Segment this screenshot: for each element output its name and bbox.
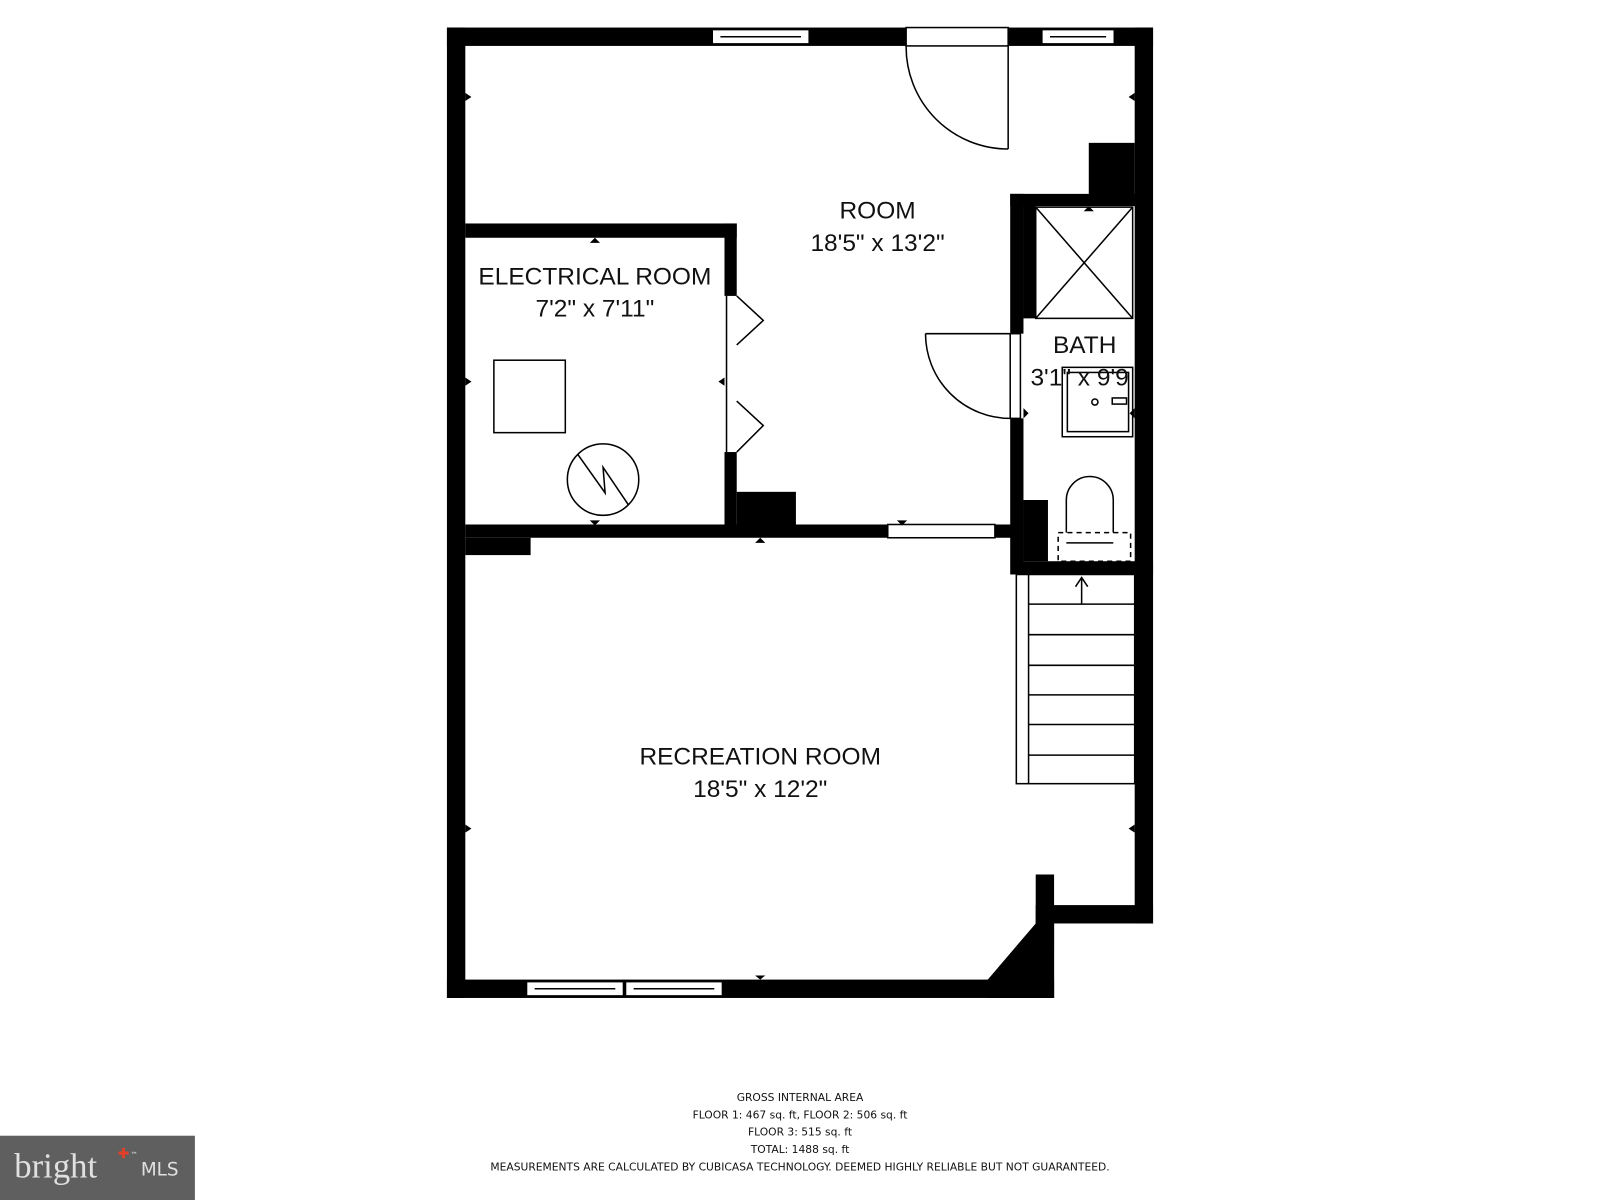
- disclaimer: MEASUREMENTS ARE CALCULATED BY CUBICASA …: [490, 1160, 1109, 1173]
- room-labels: ROOM 18'5" x 13'2" ELECTRICAL ROOM 7'2" …: [478, 197, 1128, 803]
- windows: [525, 26, 1116, 997]
- stairs-icon: [1015, 573, 1136, 785]
- bath-size: 3'1" x 9'9: [1030, 365, 1128, 392]
- room-size: 18'5" x 13'2": [810, 230, 944, 257]
- area-heading: GROSS INTERNAL AREA: [737, 1091, 864, 1104]
- logo-suffix: MLS: [141, 1160, 179, 1181]
- electrical-panel-icon: [493, 359, 567, 434]
- shower-icon: [1034, 206, 1134, 320]
- room-name: ROOM: [839, 197, 915, 224]
- recreation-room-size: 18'5" x 12'2": [693, 776, 827, 803]
- logo-brand: bright: [14, 1147, 97, 1186]
- area-floors-1-2: FLOOR 1: 467 sq. ft, FLOOR 2: 506 sq. ft: [693, 1108, 908, 1121]
- logo-tm: ™: [131, 1150, 138, 1159]
- area-footer: GROSS INTERNAL AREA FLOOR 1: 467 sq. ft,…: [490, 1091, 1109, 1173]
- water-heater-icon: [566, 443, 640, 517]
- toilet-icon: [1065, 475, 1115, 533]
- electrical-room-name: ELECTRICAL ROOM: [478, 264, 711, 291]
- sink-icon: [1061, 366, 1134, 438]
- dimension-markers: [465, 92, 1135, 980]
- walls: [446, 27, 1154, 998]
- fixtures: [493, 206, 1136, 785]
- area-floor-3: FLOOR 3: 515 sq. ft: [748, 1126, 852, 1139]
- recreation-room-name: RECREATION ROOM: [639, 743, 881, 770]
- bath-name: BATH: [1053, 332, 1116, 359]
- bright-mls-logo: bright MLS ™: [0, 1135, 195, 1200]
- area-total: TOTAL: 1488 sq. ft: [750, 1143, 850, 1156]
- doors: [725, 45, 1022, 453]
- electrical-room-size: 7'2" x 7'11": [536, 295, 655, 322]
